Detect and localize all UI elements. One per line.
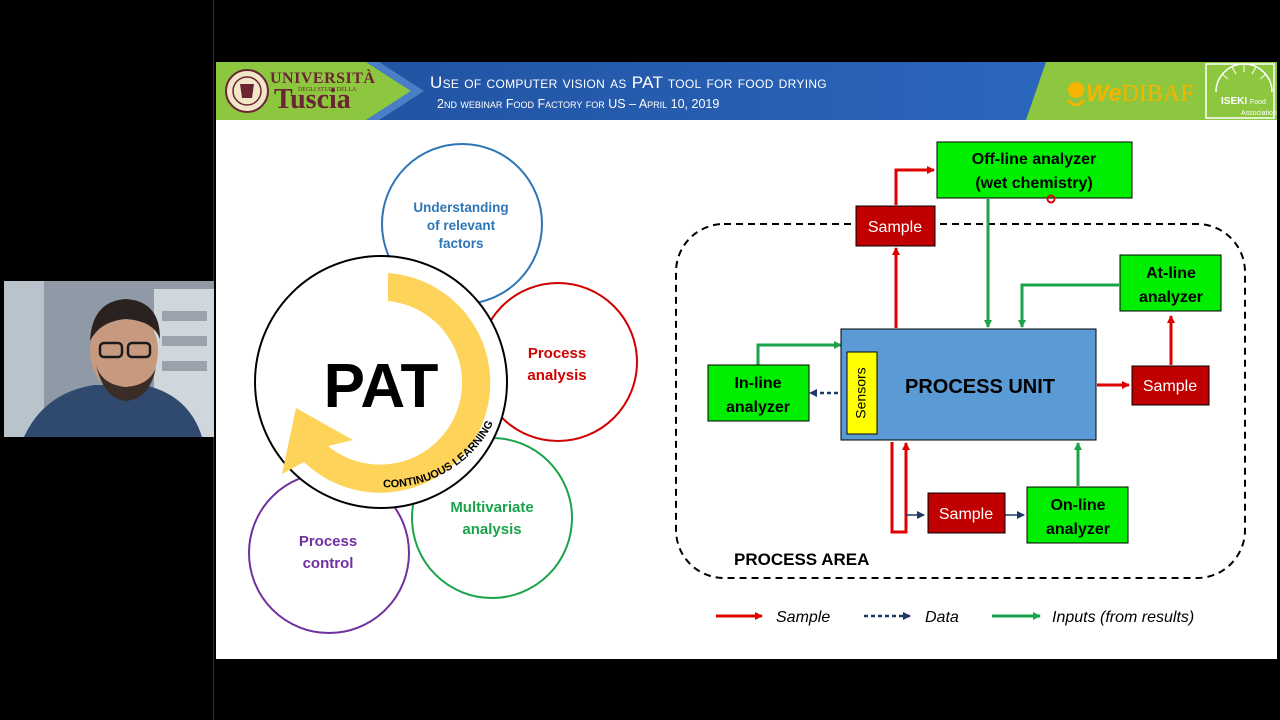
offline-analyzer-line2: (wet chemistry) [975, 175, 1092, 192]
university-seal-icon [225, 69, 269, 113]
legend-sample-label: Sample [776, 609, 830, 626]
online-analyzer-box [1026, 486, 1129, 544]
atline-analyzer-line2: analyzer [1139, 289, 1203, 306]
slide-subtitle: 2nd webinar Food Factory for US – April … [437, 97, 720, 111]
university-name-line3: Tuscia [274, 84, 351, 115]
pat-label: PAT [324, 352, 439, 421]
multivariate-line2: analysis [462, 521, 521, 538]
slide-banner [216, 62, 1277, 120]
continuous-learning-arrow-icon [282, 273, 491, 493]
process-area-boundary [675, 223, 1246, 579]
laser-pointer-icon [1046, 194, 1056, 204]
process-unit-box [840, 328, 1097, 441]
process-area-label: PROCESS AREA [734, 550, 869, 569]
slide-diagram: PAT CONTINUOUS LEARNING Understanding of… [248, 141, 1246, 634]
understanding-line1: Understanding [413, 200, 508, 215]
university-name-line1: UNIVERSITÀ [270, 70, 376, 87]
online-analyzer-line1: On-line [1050, 497, 1105, 514]
sample-box-right [1131, 365, 1210, 406]
atline-analyzer-line1: At-line [1146, 265, 1196, 282]
sample-label-top: Sample [868, 219, 922, 236]
legend: Sample Data Inputs (from results) [716, 609, 1194, 626]
understanding-line3: factors [438, 236, 483, 251]
multivariate-line1: Multivariate [450, 499, 533, 516]
sample-box-bottom [927, 492, 1006, 534]
process-control-line1: Process [299, 533, 357, 550]
iseki-logo-text: ISEKI Food [1221, 96, 1266, 107]
iseki-name: ISEKI [1221, 96, 1248, 107]
video-sidebar [0, 0, 214, 720]
presentation-slide: UNIVERSITÀ DEGLI STUDI DELLA Tuscia Use … [216, 62, 1277, 659]
pat-diagram: PAT CONTINUOUS LEARNING Understanding of… [248, 143, 638, 634]
slide-title: Use of computer vision as PAT tool for f… [430, 73, 827, 92]
sample-box-top [855, 205, 936, 247]
offline-analyzer-line1: Off-line analyzer [972, 151, 1096, 168]
legend-inputs-label: Inputs (from results) [1052, 609, 1194, 626]
inline-analyzer-box [707, 364, 810, 422]
sensors-label: Sensors [853, 367, 869, 418]
webcam-feed [4, 281, 214, 437]
offline-analyzer-box [936, 141, 1133, 199]
process-flow-diagram: PROCESS AREA PROCESS UNIT Se [675, 141, 1246, 579]
atline-analyzer-box [1119, 254, 1222, 312]
process-analysis-line1: Process [528, 345, 586, 362]
wedibaf-logo: WeDIBAF [1086, 80, 1194, 108]
university-name-line2: DEGLI STUDI DELLA [298, 87, 357, 93]
wedibaf-we: We [1086, 80, 1122, 107]
online-analyzer-line2: analyzer [1046, 521, 1110, 538]
inline-analyzer-line1: In-line [734, 375, 781, 392]
legend-data-label: Data [925, 609, 959, 626]
process-control-line2: control [303, 555, 354, 572]
understanding-line2: of relevant [427, 218, 496, 233]
presenter-video [4, 281, 214, 437]
wedibaf-mascot-icon [1066, 82, 1086, 107]
iseki-sun-icon [1215, 63, 1273, 93]
wedibaf-dibaf: DIBAF [1121, 81, 1194, 107]
iseki-association: Association [1241, 110, 1277, 117]
process-unit-label: PROCESS UNIT [905, 376, 1055, 398]
sample-label-bottom: Sample [939, 506, 993, 523]
process-analysis-line2: analysis [527, 367, 586, 384]
sample-label-right: Sample [1143, 378, 1197, 395]
sensors-box [846, 351, 878, 435]
inline-analyzer-line2: analyzer [726, 399, 790, 416]
iseki-food: Food [1249, 99, 1266, 106]
